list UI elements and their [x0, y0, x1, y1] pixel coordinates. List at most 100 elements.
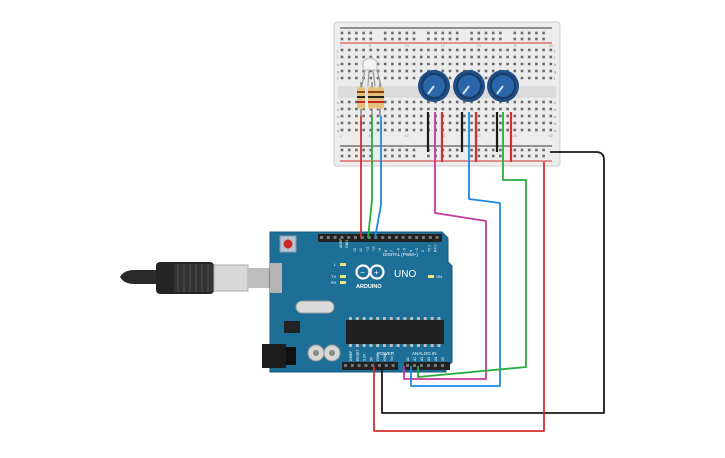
- breadboard-hole[interactable]: [355, 62, 358, 66]
- breadboard-hole[interactable]: [470, 128, 473, 132]
- breadboard-hole[interactable]: [463, 114, 466, 118]
- rail-hole[interactable]: [535, 148, 538, 152]
- breadboard-hole[interactable]: [434, 100, 437, 104]
- breadboard-hole[interactable]: [484, 62, 488, 66]
- breadboard-hole[interactable]: [434, 62, 437, 66]
- breadboard-hole[interactable]: [448, 62, 452, 66]
- breadboard-hole[interactable]: [549, 55, 553, 59]
- breadboard-hole[interactable]: [405, 121, 409, 125]
- breadboard-hole[interactable]: [542, 107, 545, 111]
- breadboard-hole[interactable]: [484, 121, 488, 125]
- breadboard-hole[interactable]: [362, 107, 365, 111]
- breadboard-hole[interactable]: [383, 69, 387, 73]
- breadboard-hole[interactable]: [513, 55, 517, 59]
- breadboard-hole[interactable]: [362, 48, 365, 52]
- breadboard-hole[interactable]: [405, 62, 409, 66]
- breadboard-hole[interactable]: [412, 107, 416, 111]
- breadboard-hole[interactable]: [419, 121, 423, 125]
- rail-hole[interactable]: [347, 31, 351, 35]
- header-pin[interactable]: [422, 236, 425, 239]
- breadboard-hole[interactable]: [491, 55, 495, 59]
- rail-hole[interactable]: [434, 31, 437, 35]
- rail-hole[interactable]: [455, 154, 459, 158]
- rail-hole[interactable]: [448, 148, 452, 152]
- breadboard-hole[interactable]: [499, 107, 502, 111]
- rail-hole[interactable]: [491, 154, 495, 158]
- breadboard-hole[interactable]: [391, 107, 394, 111]
- breadboard-hole[interactable]: [383, 76, 387, 80]
- rail-hole[interactable]: [470, 148, 473, 152]
- rail-hole[interactable]: [520, 31, 524, 35]
- rail-hole[interactable]: [455, 148, 459, 152]
- rail-hole[interactable]: [355, 148, 358, 152]
- breadboard-hole[interactable]: [419, 114, 423, 118]
- breadboard-hole[interactable]: [340, 69, 344, 73]
- breadboard-hole[interactable]: [491, 62, 495, 66]
- breadboard-hole[interactable]: [398, 69, 401, 73]
- rail-hole[interactable]: [412, 37, 416, 41]
- breadboard-hole[interactable]: [542, 62, 545, 66]
- rail-hole[interactable]: [355, 31, 358, 35]
- breadboard-hole[interactable]: [383, 48, 387, 52]
- breadboard-hole[interactable]: [535, 55, 538, 59]
- breadboard-hole[interactable]: [455, 114, 459, 118]
- breadboard-hole[interactable]: [477, 62, 481, 66]
- breadboard-hole[interactable]: [549, 100, 553, 104]
- rail-hole[interactable]: [405, 37, 409, 41]
- header-pin[interactable]: [420, 364, 423, 367]
- breadboard-hole[interactable]: [340, 62, 344, 66]
- breadboard-hole[interactable]: [412, 128, 416, 132]
- breadboard-hole[interactable]: [369, 114, 373, 118]
- breadboard-hole[interactable]: [499, 121, 502, 125]
- breadboard-hole[interactable]: [499, 100, 502, 104]
- breadboard-hole[interactable]: [448, 76, 452, 80]
- breadboard-hole[interactable]: [477, 128, 481, 132]
- breadboard-hole[interactable]: [535, 62, 538, 66]
- breadboard-hole[interactable]: [441, 107, 445, 111]
- usb-port[interactable]: [270, 263, 282, 293]
- breadboard-hole[interactable]: [419, 55, 423, 59]
- breadboard-hole[interactable]: [455, 69, 459, 73]
- breadboard-hole[interactable]: [535, 48, 538, 52]
- breadboard-hole[interactable]: [463, 62, 466, 66]
- breadboard-hole[interactable]: [376, 69, 380, 73]
- rail-hole[interactable]: [362, 37, 365, 41]
- breadboard-hole[interactable]: [347, 69, 351, 73]
- rail-hole[interactable]: [491, 37, 495, 41]
- rail-hole[interactable]: [477, 31, 481, 35]
- rail-hole[interactable]: [427, 154, 430, 158]
- breadboard-hole[interactable]: [506, 114, 509, 118]
- resistor[interactable]: [376, 82, 384, 116]
- rail-hole[interactable]: [355, 37, 358, 41]
- breadboard-hole[interactable]: [527, 62, 531, 66]
- breadboard-hole[interactable]: [455, 121, 459, 125]
- breadboard-hole[interactable]: [383, 55, 387, 59]
- breadboard-hole[interactable]: [549, 48, 553, 52]
- header-pin[interactable]: [381, 236, 385, 239]
- breadboard-hole[interactable]: [405, 107, 409, 111]
- breadboard-hole[interactable]: [513, 69, 517, 73]
- rail-hole[interactable]: [527, 37, 531, 41]
- rail-hole[interactable]: [513, 31, 517, 35]
- breadboard-hole[interactable]: [470, 48, 473, 52]
- breadboard-hole[interactable]: [448, 48, 452, 52]
- breadboard-hole[interactable]: [441, 100, 445, 104]
- breadboard-hole[interactable]: [398, 114, 401, 118]
- breadboard-hole[interactable]: [347, 48, 351, 52]
- breadboard-hole[interactable]: [506, 128, 509, 132]
- breadboard-hole[interactable]: [347, 62, 351, 66]
- header-pin[interactable]: [367, 236, 371, 239]
- breadboard-hole[interactable]: [340, 121, 344, 125]
- breadboard-hole[interactable]: [513, 128, 517, 132]
- breadboard-hole[interactable]: [427, 100, 430, 104]
- rail-hole[interactable]: [535, 37, 538, 41]
- breadboard-hole[interactable]: [391, 76, 394, 80]
- breadboard-hole[interactable]: [527, 48, 531, 52]
- rgb-led[interactable]: [361, 57, 382, 87]
- breadboard-hole[interactable]: [398, 107, 401, 111]
- header-pin[interactable]: [364, 364, 368, 367]
- breadboard-hole[interactable]: [347, 55, 351, 59]
- potentiometer[interactable]: [418, 70, 450, 102]
- breadboard-hole[interactable]: [520, 62, 524, 66]
- breadboard-hole[interactable]: [391, 100, 394, 104]
